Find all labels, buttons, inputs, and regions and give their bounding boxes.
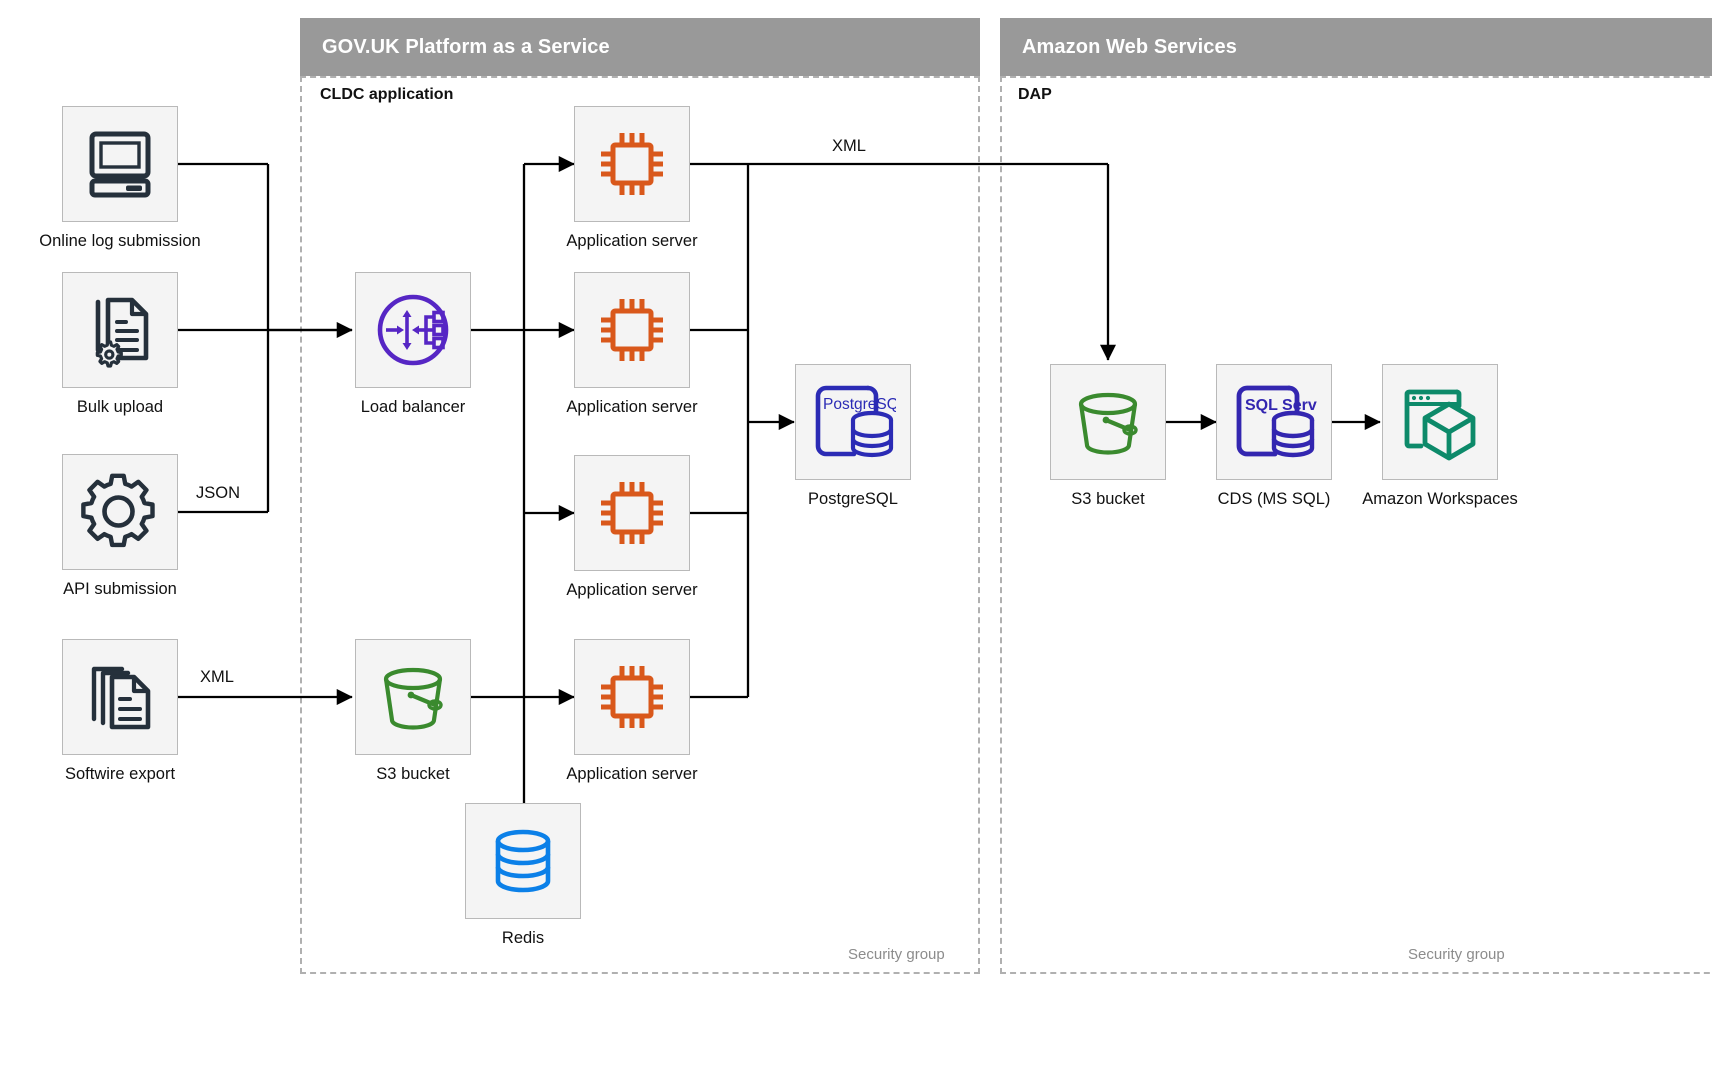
app-server-2-tile: [574, 272, 690, 388]
bucket-icon: [383, 667, 443, 730]
node-cds-ms-sql[interactable]: SQL Server CDS (MS SQL): [1216, 364, 1332, 508]
node-softwire-export[interactable]: Softwire export: [62, 639, 178, 783]
node-s3-bucket-paas[interactable]: S3 bucket: [355, 639, 471, 783]
app-server-4-tile: [574, 639, 690, 755]
node-redis[interactable]: Redis: [465, 803, 581, 947]
sub-label-cldc-application: CLDC application: [320, 86, 454, 103]
workspaces-cube-icon: [1404, 389, 1476, 461]
node-api-submission[interactable]: API submission: [62, 454, 178, 598]
bucket-icon: [1078, 392, 1138, 455]
gear-icon: [81, 473, 155, 548]
cpu-chip-icon: [601, 133, 663, 195]
postgresql-tile: PostgreSQL: [795, 364, 911, 480]
node-s3-bucket-aws[interactable]: S3 bucket: [1050, 364, 1166, 508]
desktop-computer-icon: [89, 131, 151, 198]
zone-title-aws: Amazon Web Services: [1022, 35, 1237, 58]
s3-bucket-aws-tile: [1050, 364, 1166, 480]
cpu-chip-icon: [601, 666, 663, 728]
caption-app-server-2: Application server: [566, 398, 698, 416]
sql-server-icon-text: SQL Server: [1245, 397, 1317, 414]
caption-app-server-3: Application server: [566, 581, 698, 599]
node-postgresql[interactable]: PostgreSQL PostgreSQL: [795, 364, 911, 508]
zone-title-paas: GOV.UK Platform as a Service: [322, 35, 610, 58]
cds-ms-sql-tile: SQL Server: [1216, 364, 1332, 480]
caption-load-balancer: Load balancer: [360, 398, 466, 416]
caption-app-server-1: Application server: [566, 232, 698, 250]
node-online-log-submission[interactable]: Online log submission: [39, 106, 201, 250]
zone-header-paas: GOV.UK Platform as a Service: [300, 18, 980, 76]
security-group-label-paas: Security group: [848, 946, 945, 963]
node-bulk-upload[interactable]: Bulk upload: [62, 272, 178, 416]
api-submission-tile: [62, 454, 178, 570]
documents-stack-icon: [91, 666, 151, 730]
cpu-chip-icon: [601, 482, 663, 544]
caption-amazon-workspaces: Amazon Workspaces: [1362, 490, 1518, 508]
softwire-export-tile: [62, 639, 178, 755]
edge-label-xml-source: XML: [200, 668, 234, 686]
caption-cds-ms-sql: CDS (MS SQL): [1217, 490, 1331, 508]
document-gear-icon: [95, 297, 149, 368]
edge-label-json: JSON: [196, 484, 241, 502]
node-app-server-3[interactable]: Application server: [566, 455, 698, 599]
postgresql-icon: PostgreSQL: [815, 385, 896, 458]
database-cylinder-icon: [495, 829, 551, 893]
app-server-1-tile: [574, 106, 690, 222]
load-balancer-icon: [377, 294, 449, 366]
sub-label-dap: DAP: [1018, 86, 1052, 103]
postgresql-icon-text: PostgreSQL: [823, 396, 896, 413]
security-group-aws: [1000, 76, 1712, 974]
security-group-paas: [300, 76, 980, 974]
caption-online-log-submission: Online log submission: [39, 232, 201, 250]
load-balancer-tile: [355, 272, 471, 388]
node-amazon-workspaces[interactable]: Amazon Workspaces: [1362, 364, 1518, 508]
bulk-upload-tile: [62, 272, 178, 388]
node-app-server-1[interactable]: Application server: [566, 106, 698, 250]
sql-server-icon: SQL Server: [1236, 385, 1317, 458]
edge-label-xml-export: XML: [832, 137, 866, 155]
caption-app-server-4: Application server: [566, 765, 698, 783]
caption-bulk-upload: Bulk upload: [76, 398, 164, 416]
caption-api-submission: API submission: [63, 580, 177, 598]
caption-softwire-export: Softwire export: [64, 765, 176, 783]
node-app-server-4[interactable]: Application server: [566, 639, 698, 783]
amazon-workspaces-tile: [1382, 364, 1498, 480]
redis-tile: [465, 803, 581, 919]
caption-s3-bucket-aws: S3 bucket: [1071, 490, 1145, 508]
zone-header-aws: Amazon Web Services: [1000, 18, 1712, 76]
app-server-3-tile: [574, 455, 690, 571]
caption-s3-bucket-paas: S3 bucket: [376, 765, 450, 783]
security-group-label-aws: Security group: [1408, 946, 1505, 963]
caption-postgresql: PostgreSQL: [808, 490, 898, 508]
node-load-balancer[interactable]: Load balancer: [355, 272, 471, 416]
online-log-submission-tile: [62, 106, 178, 222]
cpu-chip-icon: [601, 299, 663, 361]
caption-redis: Redis: [501, 929, 545, 947]
node-app-server-2[interactable]: Application server: [566, 272, 698, 416]
s3-bucket-paas-tile: [355, 639, 471, 755]
